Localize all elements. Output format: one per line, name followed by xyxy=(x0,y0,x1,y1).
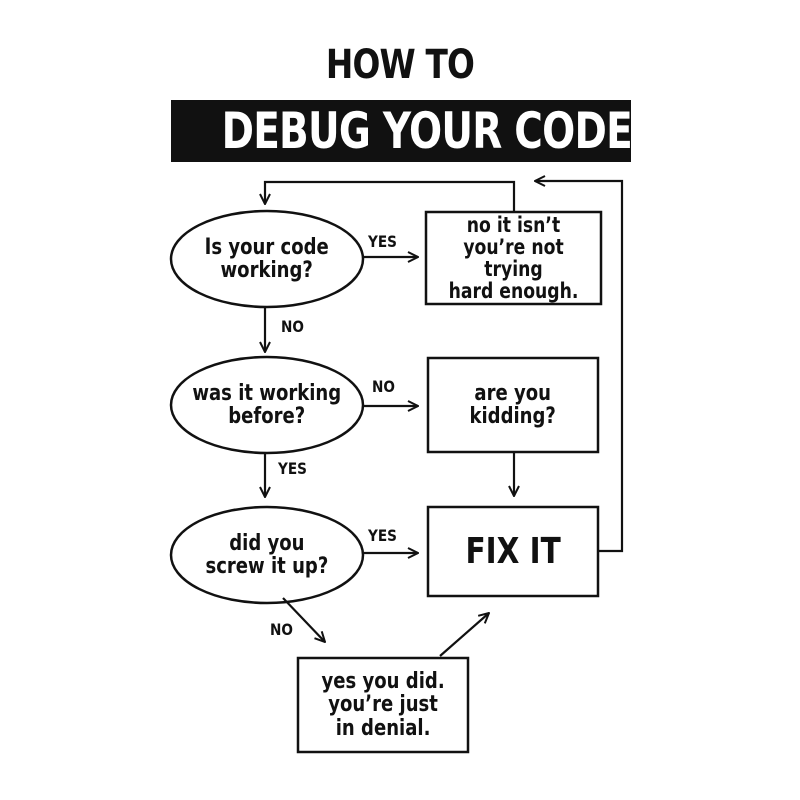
node-working-question: Is your code working? xyxy=(175,213,359,305)
node-shape-working-before-question xyxy=(169,355,365,455)
edge-label-working-no: NO xyxy=(281,318,308,336)
node-denial-text: yes you did. you’re just in denial. xyxy=(321,669,445,741)
edge-label-working-yes-text: YES xyxy=(368,232,397,251)
edge-label-before-no-text: NO xyxy=(372,377,395,396)
node-shape-not-trying xyxy=(424,210,603,306)
node-shape-screw-up-question xyxy=(169,505,365,605)
edge-label-screw-yes-text: YES xyxy=(368,526,397,545)
edge-not-trying-loop-back xyxy=(265,180,516,212)
edge-label-before-yes: YES xyxy=(278,460,312,478)
edge-fix-it-loop-back xyxy=(535,181,624,553)
node-working-question-text: Is your code working? xyxy=(204,234,330,283)
edge-label-working-no-text: NO xyxy=(281,317,304,336)
node-screw-up-question-text: did you screw it up? xyxy=(205,530,329,579)
edge-label-before-yes-text: YES xyxy=(278,459,307,478)
edge-label-screw-yes: YES xyxy=(368,527,402,545)
edge-label-before-no: NO xyxy=(372,378,399,396)
title-banner xyxy=(171,100,631,162)
node-shape-denial xyxy=(296,656,470,754)
node-shape-fix-it xyxy=(426,505,600,598)
node-screw-up-question: did you screw it up? xyxy=(175,509,359,601)
node-denial: yes you did. you’re just in denial. xyxy=(298,658,468,752)
node-working-before-question: was it working before? xyxy=(175,359,359,451)
title-debug-your-code: DEBUG YOUR CODE xyxy=(221,102,633,160)
node-working-before-question-text: was it working before? xyxy=(192,380,342,429)
node-not-trying-text: no it isn’t you’re not trying hard enoug… xyxy=(448,212,579,304)
edge-denial-to-fix xyxy=(439,613,489,657)
node-kidding-text: are you kidding? xyxy=(469,380,557,429)
node-not-trying: no it isn’t you’re not trying hard enoug… xyxy=(426,212,601,304)
edge-label-screw-no-text: NO xyxy=(270,620,293,639)
edge-label-screw-no: NO xyxy=(270,621,297,639)
edge-screw-no xyxy=(282,597,325,642)
node-kidding: are you kidding? xyxy=(428,358,598,452)
node-shape-working-question xyxy=(169,209,365,309)
node-fix-it: FIX IT xyxy=(428,507,598,596)
node-shape-kidding xyxy=(426,356,600,454)
edge-label-working-yes: YES xyxy=(368,233,402,251)
node-fix-it-text: FIX IT xyxy=(465,530,561,572)
title-how-to: HOW TO xyxy=(325,42,475,88)
